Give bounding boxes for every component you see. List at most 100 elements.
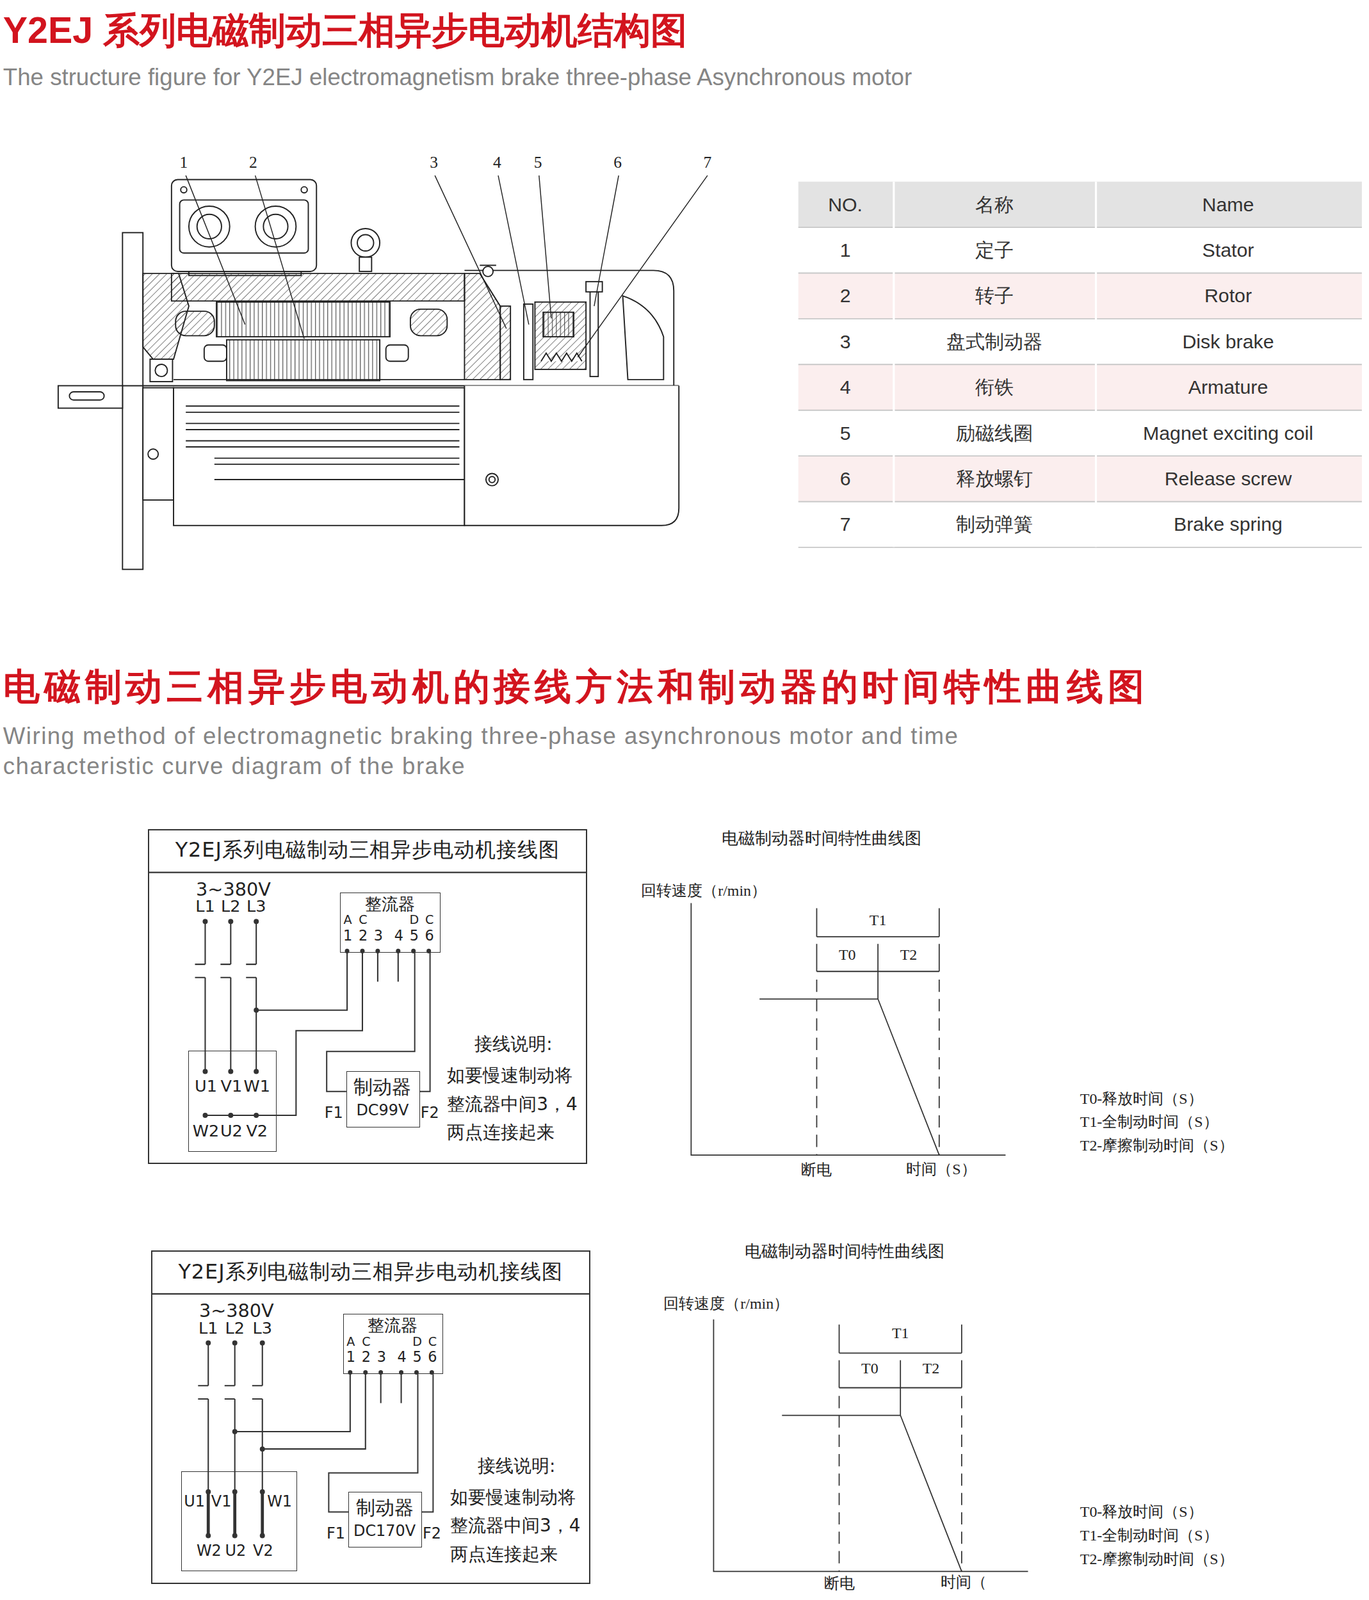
motor-illustration [350,228,380,258]
rectifier-box: 整流器ACDC123456 [340,892,440,953]
leader-lines [434,175,507,329]
box-title: 整流器 [364,895,415,914]
parts-table [798,226,1362,228]
pin-number: 6 [425,927,435,944]
wiring-lines [220,921,231,1072]
table-cell: Rotor [1204,284,1252,308]
axis-label: 回转速度（r/min） [640,882,767,901]
terminal-label: U1 [194,1077,218,1095]
pin-letter: A [346,1335,355,1349]
motor-illustration [175,311,215,336]
table-cell: Name [1202,193,1255,216]
motor-illustration [226,340,380,381]
motor-illustration [154,364,168,377]
terminal-dot [232,1429,238,1435]
parts-table [798,181,1362,548]
interval-label: T0 [861,1360,879,1378]
wiring-lines [197,1342,209,1492]
wiring-lines [377,950,399,982]
wiring-lines [195,921,206,1072]
pin-letter: D [412,1335,422,1349]
callout-number: 5 [534,153,543,172]
terminal-box: U1 V1 W1W2U2 V2 [181,1471,298,1572]
motor-illustration [263,214,288,239]
motor-illustration [410,309,447,336]
terminal-dot [253,1112,259,1118]
parts-table [798,272,1362,275]
page-title: Y2EJ 系列电磁制动三相异步电动机结构图 [3,12,688,49]
legend-text: T2-摩擦制动时间（S） [1080,1137,1234,1156]
subtitle: The structure figure for Y2EJ electromag… [3,64,912,91]
motor-illustration [534,302,586,370]
terminal-label: U2 [224,1542,246,1560]
axis-label: 回转速度（r/min） [663,1295,789,1314]
interval-label: T2 [900,946,918,965]
wiring-lines [262,1372,366,1450]
terminal-dot [253,1068,259,1074]
wiring-lines [252,1342,263,1492]
terminal-dot [259,1340,266,1346]
parts-table [798,364,1362,410]
pin-number: 4 [397,1349,407,1366]
terminal-label: U1 [183,1493,205,1510]
legend-text: T0-释放时间（S） [1080,1090,1204,1109]
motor-illustration [464,385,679,526]
table-cell: Release screw [1164,468,1293,491]
motor-illustration [204,345,227,362]
parts-table [798,455,1362,457]
pin-number: 4 [394,927,404,944]
wiring-lines [147,872,588,874]
legend-text: T1-全制动时间（S） [1080,1527,1219,1546]
voltage-label: DC99V [356,1101,409,1119]
table-cell: NO. [827,193,863,216]
phase-label: L2 [224,1319,244,1338]
pin-number: 5 [412,1349,422,1366]
wiring-lines [204,950,363,1116]
panel-title: Y2EJ系列电磁制动三相异步电动机接线图 [175,838,560,862]
motor-illustration [216,302,390,337]
terminal-label: V2 [252,1542,274,1560]
pin-number: 3 [377,1349,387,1366]
motor-illustration [590,290,599,377]
leader-lines [255,175,305,339]
wiring-lines [380,1372,402,1404]
motor-illustration [359,257,372,272]
pin-letter: C [425,913,434,927]
motor-illustration [173,388,465,526]
terminal-dot [202,1068,208,1074]
terminal-dot [202,918,208,924]
pin-label: F1 [326,1525,346,1544]
pin-number: 6 [427,1349,437,1366]
legend-text: T0-释放时间（S） [1080,1503,1204,1522]
phase-label: L3 [252,1319,273,1338]
table-cell: 2 [840,284,851,308]
motor-illustration [479,264,497,266]
table-cell: 名称 [975,193,1014,216]
phase-label: L3 [246,897,266,916]
phase-label: L1 [198,1319,218,1338]
terminal-label: V1 [211,1493,232,1510]
phase-label: L1 [195,897,215,916]
parts-table [893,181,1097,548]
parts-table [798,455,1362,502]
motor-illustration [464,273,501,380]
terminal-label: W1 [267,1493,292,1510]
terminal-dot [205,1489,211,1495]
motor-illustration [542,312,574,337]
table-cell: 励磁线圈 [955,421,1033,445]
time-curve [713,1319,1028,1572]
terminal-dot [259,1533,266,1539]
motor-illustration [386,345,409,362]
table-cell: Armature [1188,376,1269,399]
terminal-dot [205,1340,435,1539]
section-heading: 电磁制动三相异步电动机的接线方法和制动器的时间特性曲线图 [3,668,1149,705]
terminal-dot [253,918,259,924]
leader-lines [539,175,552,319]
motor-illustration [149,359,173,382]
interval-label: T0 [838,946,857,965]
terminal-label: W2 [196,1542,222,1560]
table-cell: 3 [840,330,851,353]
parts-table [1094,181,1097,548]
